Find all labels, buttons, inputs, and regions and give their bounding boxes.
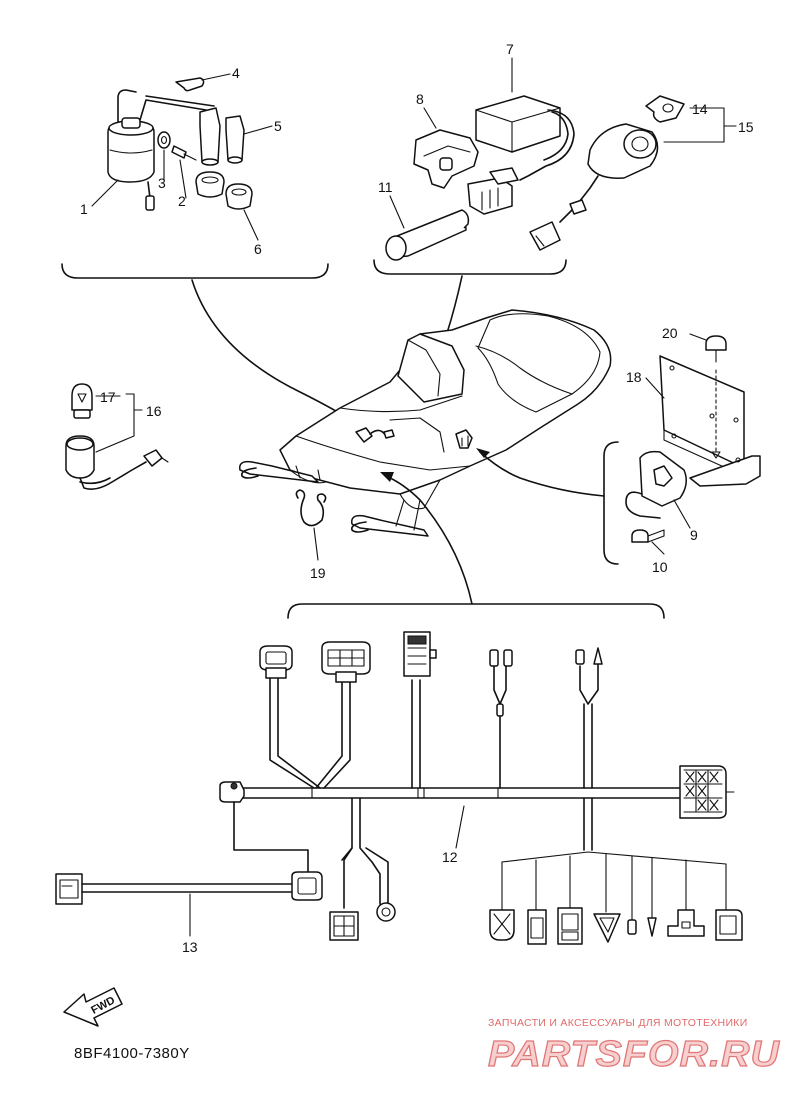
part-label-17: 17 xyxy=(100,389,116,405)
cdi-unit xyxy=(475,95,561,153)
tail-lamp-group xyxy=(65,383,169,490)
part-label-13: 13 xyxy=(182,939,198,955)
fwd-arrow xyxy=(63,987,123,1027)
watermark-brand: PARTSFOR.RU xyxy=(488,1033,780,1074)
wire-harness xyxy=(219,603,743,945)
part-label-4: 4 xyxy=(232,65,240,81)
part-label-15: 15 xyxy=(738,119,754,135)
part-label-10: 10 xyxy=(652,559,668,575)
key xyxy=(645,95,685,123)
module-group xyxy=(603,441,691,565)
part-label-2: 2 xyxy=(178,193,186,209)
part-label-20: 20 xyxy=(662,325,678,341)
part-label-5: 5 xyxy=(274,118,282,134)
part-labels: 1 2 3 4 5 6 7 8 9 10 11 12 13 14 15 16 1… xyxy=(74,41,754,1062)
part-label-16: 16 xyxy=(146,403,162,419)
plug-cap-right xyxy=(225,115,245,161)
snowmobile-body xyxy=(239,309,612,537)
part-label-12: 12 xyxy=(442,849,458,865)
ignition-coil-group xyxy=(61,73,361,427)
part-label-7: 7 xyxy=(506,41,514,57)
main-switch-group xyxy=(529,95,737,251)
wire-clamp xyxy=(295,489,327,561)
part-label-19: 19 xyxy=(310,565,326,581)
diagram-code: 8BF4100-7380Y xyxy=(74,1045,190,1062)
bracket-plate xyxy=(659,355,745,469)
plug-cap-left xyxy=(199,107,221,163)
part-label-8: 8 xyxy=(416,91,424,107)
bracket-plate-group xyxy=(645,333,761,487)
part-label-1: 1 xyxy=(80,201,88,217)
sub-lead xyxy=(55,871,323,937)
part-label-11: 11 xyxy=(378,179,393,195)
part-label-9: 9 xyxy=(690,527,698,543)
part-label-6: 6 xyxy=(254,241,262,257)
part-label-3: 3 xyxy=(158,175,166,191)
part-label-18: 18 xyxy=(626,369,642,385)
part-label-14: 14 xyxy=(692,101,708,117)
watermark-subtitle: ЗАПЧАСТИ И АКСЕССУАРЫ ДЛЯ МОТОТЕХНИКИ xyxy=(488,1017,748,1029)
watermark: ЗАПЧАСТИ И АКСЕССУАРЫ ДЛЯ МОТОТЕХНИКИ PA… xyxy=(487,1017,780,1075)
